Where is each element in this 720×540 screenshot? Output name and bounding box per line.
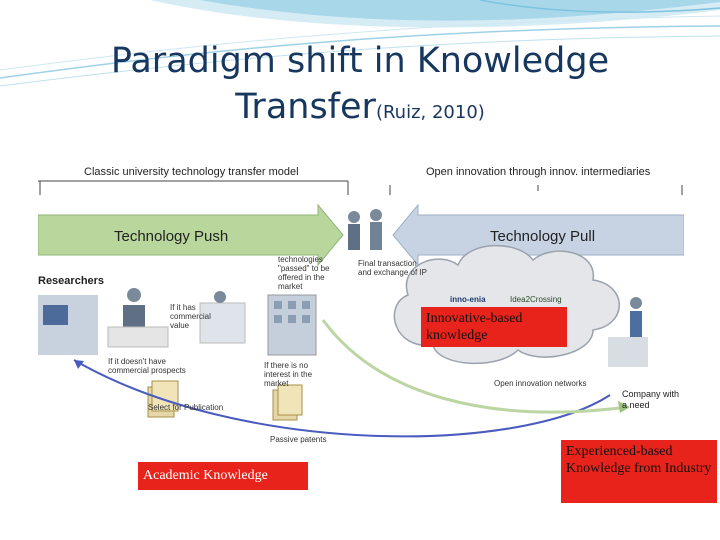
technology-push-label: Technology Push <box>114 228 229 245</box>
cloud-brand-innoenia: inno-enia <box>450 295 486 304</box>
note-passive-patents: Passive patents <box>270 435 327 444</box>
cloud-brand-idea2crossing: Idea2Crossing <box>510 295 562 304</box>
title-line-2: Transfer(Ruiz, 2010) <box>0 84 720 136</box>
title-citation: (Ruiz, 2010) <box>375 102 485 123</box>
title-transfer: Transfer <box>235 87 376 127</box>
researchers-label: Researchers <box>38 275 105 287</box>
note-no-prospects: If it doesn't have commercial prospects <box>108 357 186 375</box>
note-select-publication: Select for Publication <box>148 403 224 412</box>
header-left: Classic university technology transfer m… <box>84 166 299 178</box>
note-commercial-value: If it has commercial value <box>170 303 211 330</box>
title-line-1: Paradigm shift in Knowledge <box>110 41 610 81</box>
slide-title: Paradigm shift in Knowledge Transfer(Rui… <box>0 38 720 136</box>
note-no-interest: If there is no interest in the market <box>264 361 313 388</box>
header-swoosh-decoration <box>0 0 720 87</box>
diagram-graphics <box>37 155 685 438</box>
header-right: Open innovation through innov. intermedi… <box>426 166 651 178</box>
innovative-knowledge-box: Innovative-based knowledge <box>421 307 567 347</box>
knowledge-transfer-diagram: Classic university technology transfer m… <box>37 155 685 455</box>
experienced-knowledge-box: Experienced-based Knowledge from Industr… <box>561 440 717 503</box>
note-final-transaction: Final transaction and exchange of IP <box>358 259 427 277</box>
company-label: Company with a need <box>622 389 680 410</box>
academic-knowledge-box: Academic Knowledge <box>138 462 308 490</box>
technology-pull-label: Technology Pull <box>490 228 596 245</box>
cloud-network-label: Open innovation networks <box>494 379 587 388</box>
note-technologies-passed: technologies "passed" to be offered in t… <box>278 255 330 291</box>
